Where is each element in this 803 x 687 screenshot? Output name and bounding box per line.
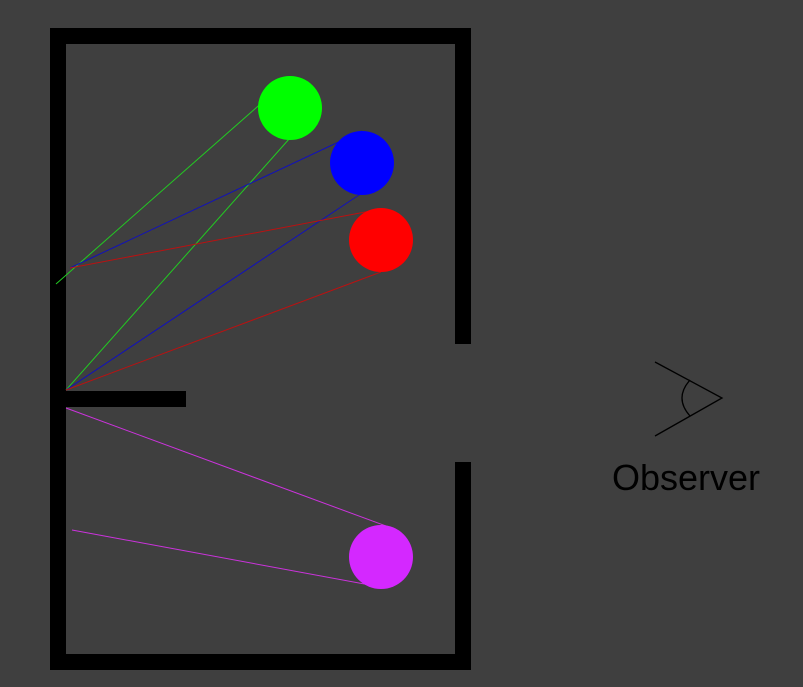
- magenta-ray-upper: [65, 407, 387, 527]
- blue-ray-upper: [69, 130, 363, 269]
- green-ray-upper-a: [55, 77, 291, 285]
- observer-label: Observer: [612, 457, 760, 498]
- rays: [55, 77, 387, 589]
- eye-icon: [654, 361, 724, 437]
- magenta-ray-lower: [71, 529, 387, 589]
- blue-ray-lower: [65, 192, 363, 391]
- green-ray-lower: [65, 137, 291, 391]
- green-ball: [258, 76, 322, 140]
- room-walls: [50, 28, 471, 670]
- magenta-ball: [349, 525, 413, 589]
- red-ball: [349, 208, 413, 272]
- red-ray-lower: [65, 271, 382, 391]
- blue-ball: [330, 131, 394, 195]
- red-ray-upper: [69, 208, 382, 269]
